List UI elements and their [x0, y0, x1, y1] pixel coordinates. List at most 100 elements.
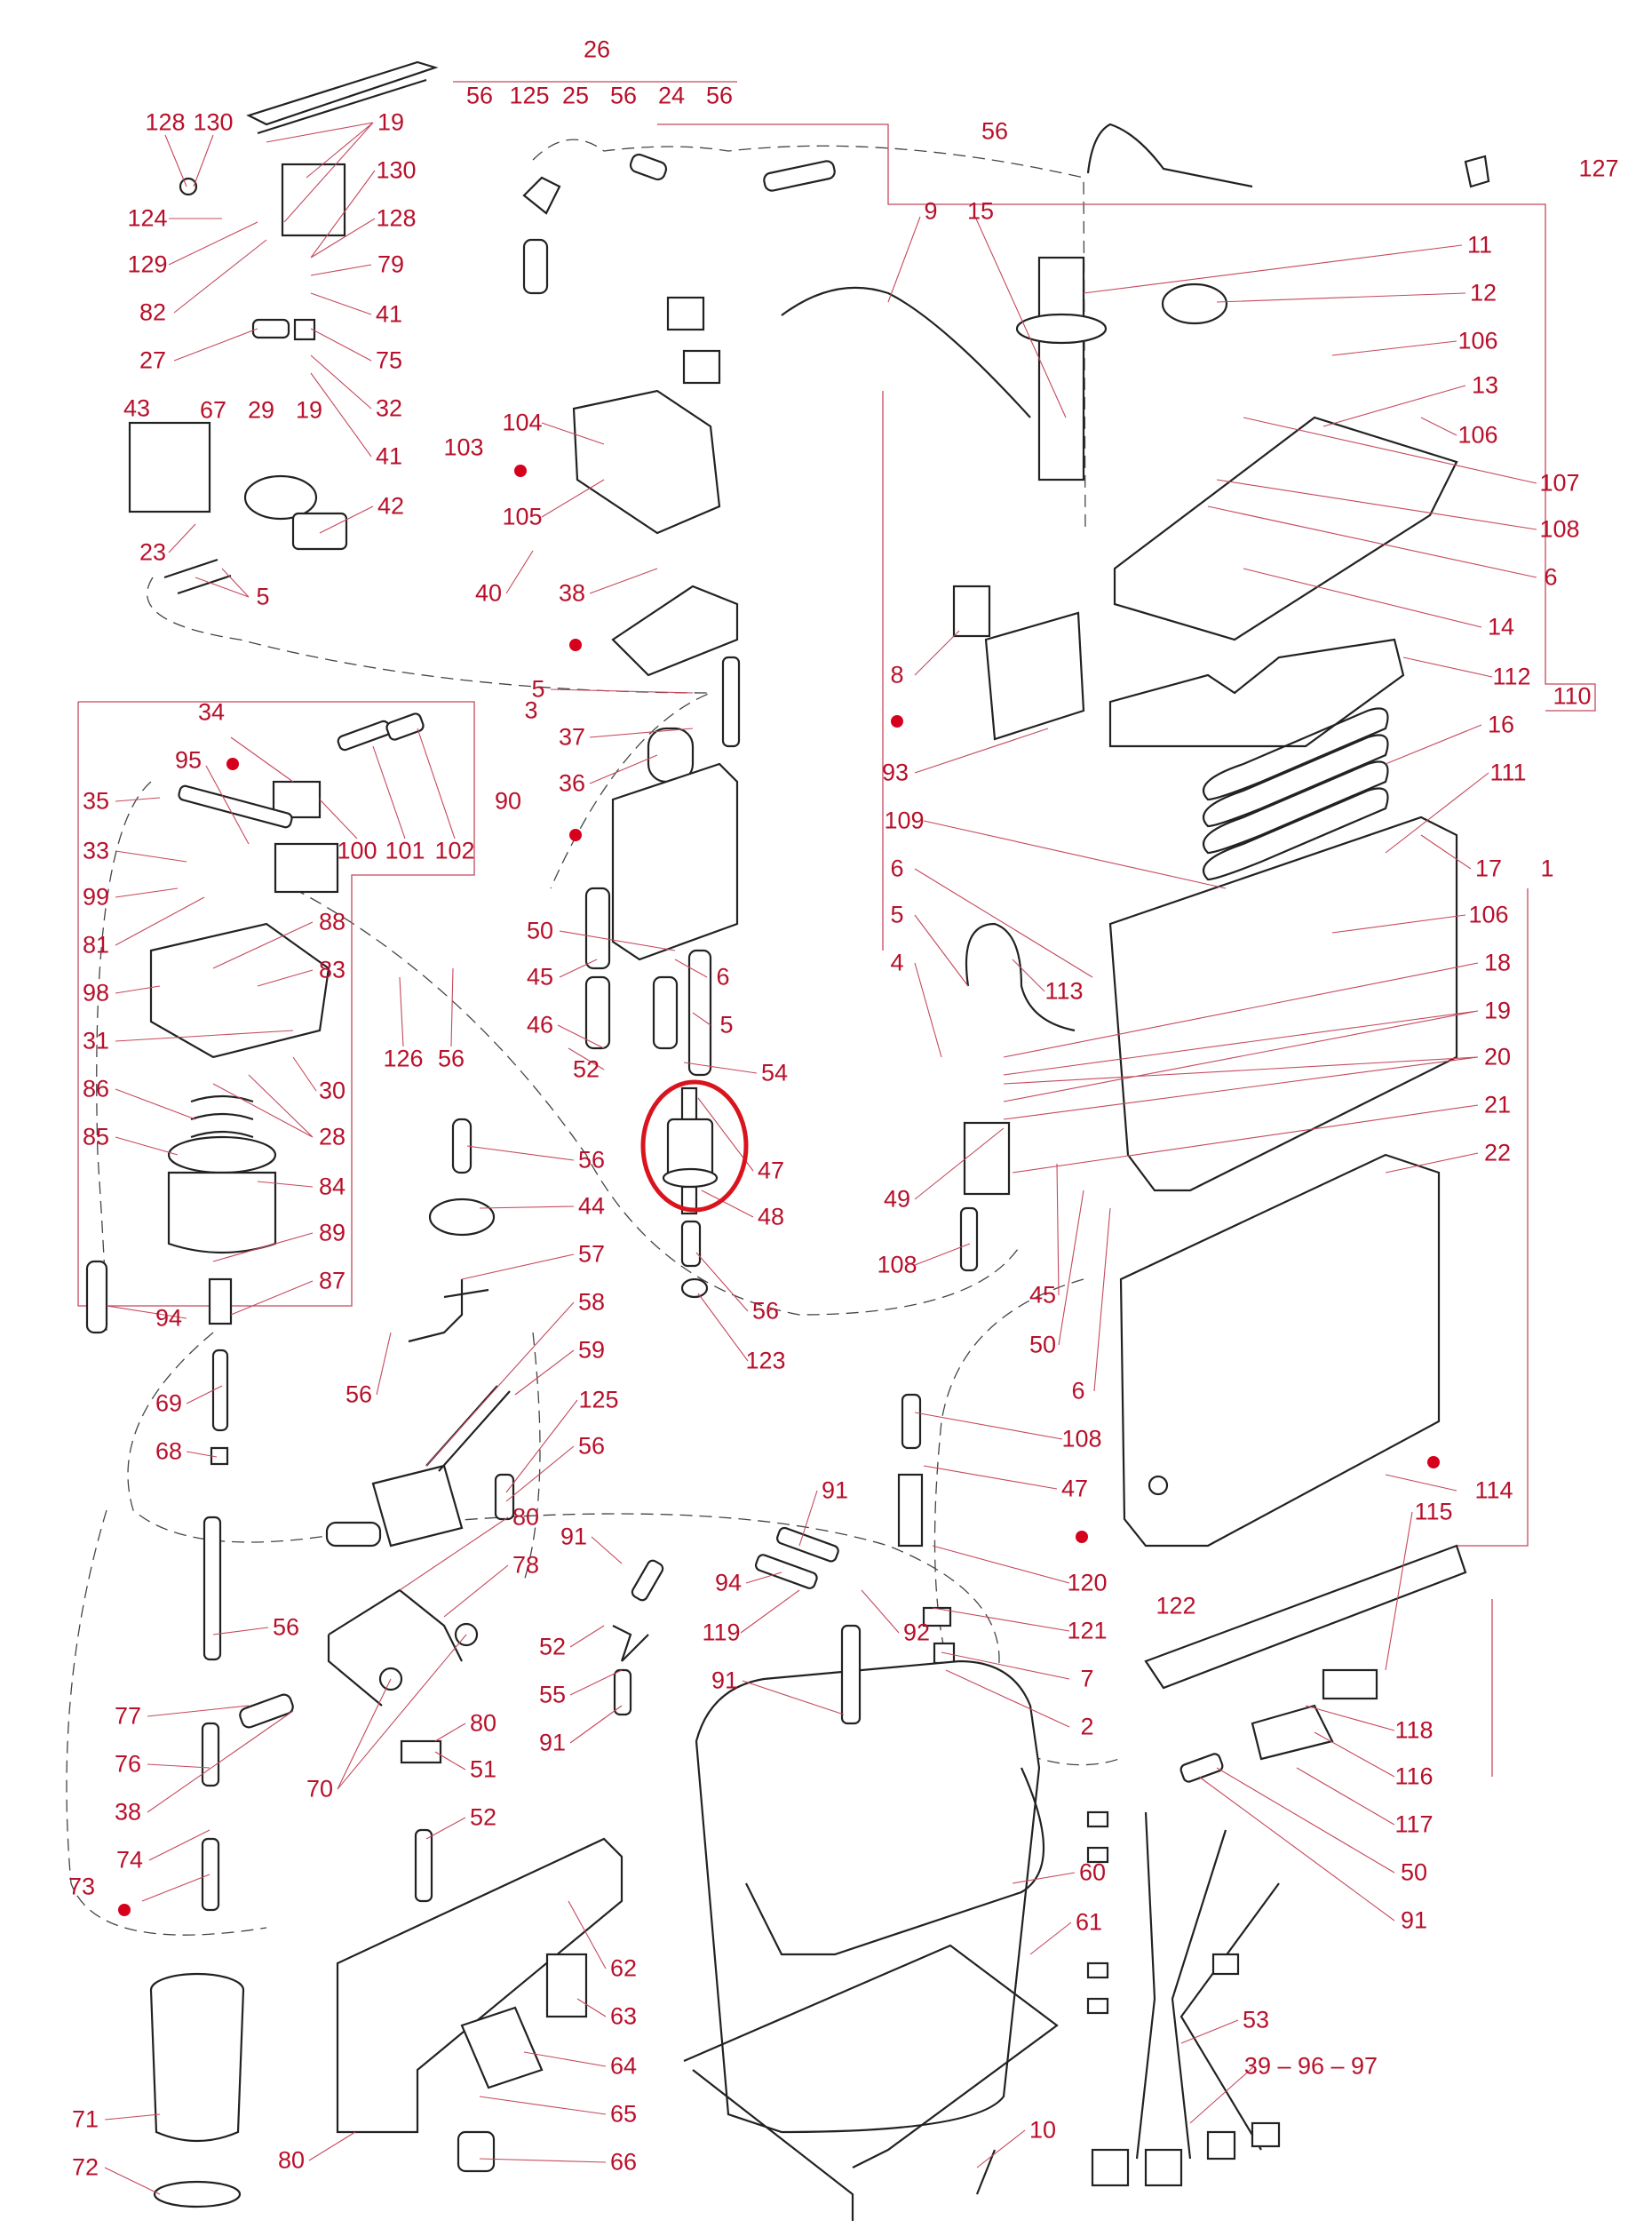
part-number-label: 57 — [577, 1240, 606, 1268]
part-number-label: 98 — [82, 979, 110, 1007]
part-number-label: 56 — [609, 82, 638, 109]
part-number-label: 23 — [139, 538, 167, 566]
part-number-label: 36 — [558, 769, 586, 797]
part-number-label: 15 — [966, 197, 995, 225]
part-number-label: 107 — [1539, 469, 1580, 497]
part-number-label: 114 — [1474, 1476, 1513, 1504]
part-number-label: 5 — [531, 675, 545, 703]
part-number-label: 6 — [890, 855, 904, 882]
part-number-label: 84 — [318, 1173, 346, 1200]
part-number-label: 6 — [1071, 1377, 1085, 1404]
part-number-label: 127 — [1578, 155, 1619, 182]
part-number-label: 56 — [345, 1381, 373, 1408]
part-number-label: 123 — [745, 1347, 786, 1374]
part-number-label: 48 — [757, 1203, 785, 1230]
part-number-label: 56 — [272, 1613, 300, 1641]
part-number-label: 41 — [375, 442, 403, 470]
part-number-label: 56 — [981, 117, 1009, 145]
part-number-label: 88 — [318, 908, 346, 935]
part-number-label: 53 — [1242, 2006, 1270, 2033]
part-number-label: 91 — [538, 1729, 567, 1756]
part-number-label: 100 — [337, 837, 377, 864]
part-number-label: 43 — [123, 394, 151, 422]
part-number-label: 73 — [68, 1873, 96, 1900]
part-number-label: 106 — [1457, 421, 1498, 449]
part-number-label: 68 — [155, 1437, 183, 1465]
marker-dots — [118, 465, 1440, 1916]
part-number-label: 39 – 96 – 97 — [1243, 2052, 1378, 2080]
part-number-label: 4 — [890, 949, 904, 976]
part-number-label: 9 — [924, 197, 938, 225]
part-number-label: 102 — [434, 837, 475, 864]
part-number-label: 35 — [82, 787, 110, 815]
part-number-label: 130 — [193, 108, 234, 136]
part-number-label: 108 — [877, 1251, 917, 1278]
part-number-label: 17 — [1474, 855, 1503, 882]
part-number-label: 110 — [1553, 682, 1592, 710]
part-number-label: 46 — [526, 1011, 554, 1038]
leader-lines — [104, 122, 1537, 2195]
part-number-label: 5 — [256, 583, 270, 610]
part-number-label: 24 — [657, 82, 686, 109]
part-number-label: 99 — [82, 883, 110, 911]
part-number-label: 45 — [526, 963, 554, 991]
part-number-label: 44 — [577, 1192, 606, 1220]
part-number-label: 64 — [609, 2052, 638, 2080]
part-number-label: 79 — [377, 251, 405, 278]
part-number-label: 125 — [509, 82, 550, 109]
part-number-label: 121 — [1067, 1617, 1108, 1644]
part-number-label: 91 — [711, 1667, 739, 1694]
part-number-label: 16 — [1487, 711, 1515, 738]
part-number-label: 14 — [1487, 613, 1515, 641]
part-number-label: 21 — [1483, 1091, 1512, 1118]
part-number-label: 91 — [821, 1476, 849, 1504]
part-number-label: 91 — [560, 1523, 588, 1550]
part-number-label: 61 — [1075, 1908, 1103, 1936]
part-number-label: 32 — [375, 394, 403, 422]
part-number-label: 75 — [375, 346, 403, 374]
part-number-label: 129 — [127, 251, 168, 278]
part-number-label: 51 — [469, 1755, 497, 1783]
part-number-label: 125 — [578, 1386, 619, 1413]
part-number-label: 11 — [1466, 231, 1493, 259]
part-number-label: 115 — [1414, 1498, 1453, 1525]
part-number-label: 50 — [1029, 1331, 1057, 1358]
part-number-label: 108 — [1539, 515, 1580, 543]
part-number-label: 91 — [1400, 1906, 1428, 1934]
part-number-label: 26 — [583, 36, 611, 63]
part-number-label: 101 — [385, 837, 425, 864]
part-number-label: 38 — [558, 579, 586, 607]
part-number-label: 55 — [538, 1681, 567, 1708]
part-number-label: 128 — [376, 204, 417, 232]
part-number-label: 45 — [1029, 1281, 1057, 1309]
part-number-label: 119 — [702, 1619, 741, 1646]
part-number-label: 118 — [1394, 1716, 1434, 1744]
part-number-label: 10 — [1029, 2116, 1057, 2144]
part-number-label: 92 — [902, 1619, 931, 1646]
part-number-label: 87 — [318, 1267, 346, 1294]
part-number-label: 67 — [199, 396, 227, 424]
part-number-label: 83 — [318, 956, 346, 983]
part-number-label: 111 — [1489, 759, 1527, 786]
part-number-label: 56 — [705, 82, 734, 109]
part-number-label: 50 — [1400, 1858, 1428, 1886]
part-number-label: 69 — [155, 1389, 183, 1417]
part-number-label: 47 — [757, 1157, 785, 1184]
part-number-label: 94 — [155, 1304, 183, 1332]
part-number-label: 50 — [526, 917, 554, 944]
part-number-label: 65 — [609, 2100, 638, 2128]
part-number-label: 5 — [719, 1011, 734, 1038]
part-number-label: 106 — [1457, 327, 1498, 354]
part-number-label: 42 — [377, 492, 405, 520]
part-number-label: 25 — [561, 82, 590, 109]
part-number-label: 59 — [577, 1336, 606, 1364]
part-number-label: 34 — [197, 698, 226, 726]
part-number-label: 76 — [114, 1750, 142, 1778]
part-number-label: 74 — [115, 1846, 144, 1874]
part-number-label: 31 — [82, 1027, 110, 1054]
part-number-label: 116 — [1394, 1763, 1434, 1790]
part-number-label: 81 — [82, 931, 110, 959]
part-number-label: 18 — [1483, 949, 1512, 976]
part-number-label: 72 — [71, 2153, 99, 2181]
